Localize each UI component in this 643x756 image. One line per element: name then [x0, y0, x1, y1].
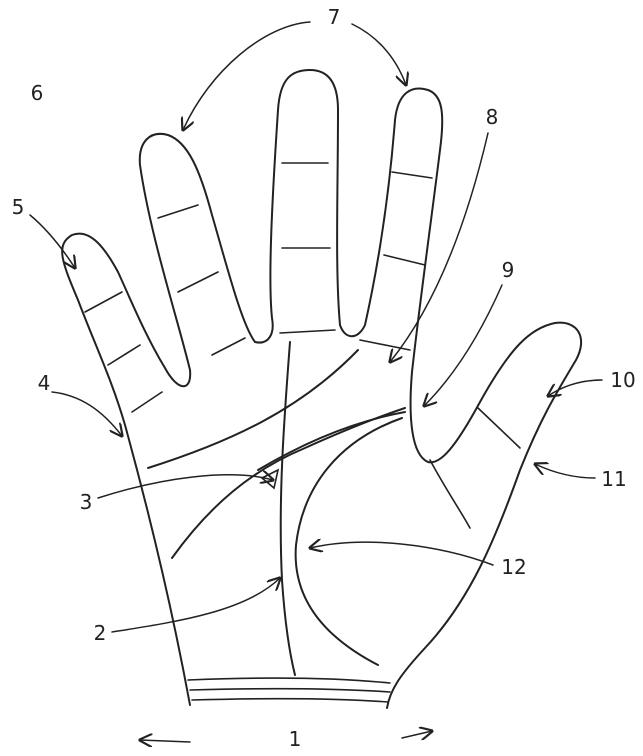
bracelet-line-1 [188, 678, 390, 683]
label-2: 2 [94, 621, 107, 645]
life-line [296, 418, 402, 665]
label-5: 5 [12, 195, 25, 219]
pointer-arrows [30, 22, 602, 742]
fate-line [281, 342, 295, 675]
label-7: 7 [328, 5, 341, 29]
label-8: 8 [486, 105, 499, 129]
label-6: 6 [31, 81, 44, 105]
heart-line [148, 350, 358, 468]
upper-transverse-line [258, 412, 405, 470]
label-wrist: 1 [289, 727, 302, 751]
finger-creases [85, 163, 520, 448]
label-11: 11 [601, 467, 626, 491]
bracelet-line-2 [190, 689, 390, 692]
head-line [172, 408, 405, 558]
bracelet-line-3 [192, 699, 388, 702]
label-4: 4 [38, 371, 51, 395]
label-3: 3 [80, 490, 93, 514]
label-12: 12 [501, 555, 526, 579]
thumb-mount-line [430, 460, 470, 528]
label-10: 10 [610, 368, 635, 392]
label-9: 9 [502, 258, 515, 282]
hand-outline [62, 70, 581, 708]
